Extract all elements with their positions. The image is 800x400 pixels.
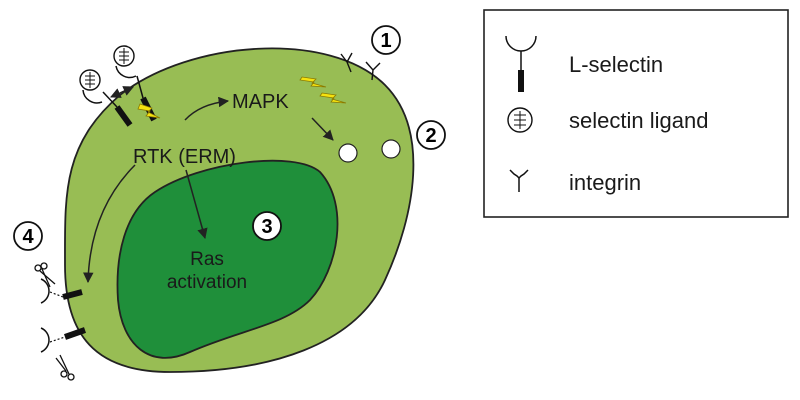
legend-label-selectin-ligand: selectin ligand <box>569 108 708 133</box>
signal-bolt-icon <box>137 103 161 119</box>
nucleus-region <box>116 159 339 359</box>
l-selectin-icon <box>505 35 537 92</box>
scissors-icon <box>55 354 75 381</box>
legend: L-selectin selectin ligand integrin <box>483 9 789 218</box>
step-2-marker: 2 <box>416 120 446 150</box>
selectin-ligand-icon <box>79 69 101 91</box>
integrin-icon <box>365 61 381 81</box>
arrow-rtk-to-mapk <box>184 96 230 121</box>
step-4-marker: 4 <box>13 221 43 251</box>
svg-text:3: 3 <box>261 216 272 238</box>
signal-bolt-icon <box>299 76 327 88</box>
arrow-rtk-to-shedding <box>83 164 136 284</box>
crosslink-arrow <box>110 86 134 98</box>
step-3-marker: 3 <box>252 211 282 241</box>
svg-text:4: 4 <box>22 226 34 248</box>
step-1-marker: 1 <box>371 25 401 55</box>
selectin-ligand-icon <box>113 45 135 67</box>
ras-label-line2: activation <box>167 272 247 293</box>
arrow-rtk-to-ras <box>185 169 208 240</box>
vesicle-budding <box>381 139 401 159</box>
lselectin-shed-lower <box>40 327 86 353</box>
signal-bolt-icon <box>319 92 347 104</box>
lselectin-engaged-left <box>82 89 133 127</box>
arrow-mapk-to-vesicle <box>311 117 334 141</box>
vesicle-inner <box>338 143 358 163</box>
scissors-icon <box>34 262 56 288</box>
svg-text:2: 2 <box>425 125 436 147</box>
legend-label-integrin: integrin <box>569 170 641 195</box>
svg-text:1: 1 <box>380 30 391 52</box>
selectin-ligand-icon <box>507 107 533 133</box>
mapk-label: MAPK <box>232 91 289 113</box>
ras-label-line1: Ras <box>190 249 224 270</box>
rtk-label: RTK (ERM) <box>133 146 236 168</box>
legend-label-l-selectin: L-selectin <box>569 52 663 77</box>
integrin-icon <box>509 169 529 192</box>
integrin-icon <box>340 52 353 73</box>
lselectin-shed-upper <box>40 278 83 304</box>
